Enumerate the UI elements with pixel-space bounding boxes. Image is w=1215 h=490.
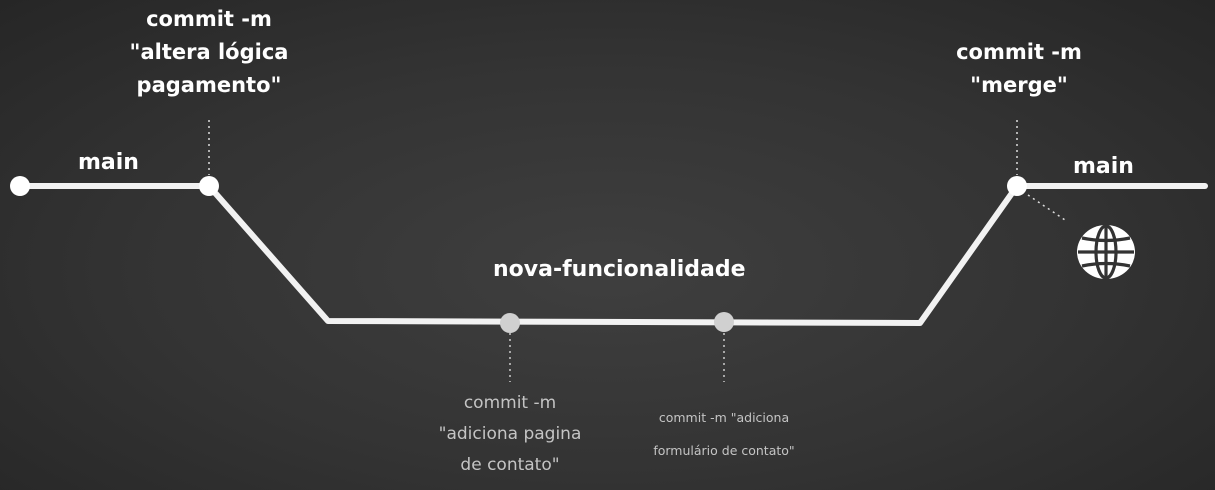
commit-node-pagamento [199,176,219,196]
main-start-node [10,176,30,196]
commit-label-line: formulário de contato" [653,443,795,458]
branch-label-feature: nova-funcionalidade [493,257,746,282]
commit-node-formulario [714,312,734,332]
commit-label-line: commit -m [956,40,1082,64]
commit-label-contato: commit -m "adiciona pagina de contato" [439,388,582,481]
commit-label-merge: commit -m "merge" [956,36,1082,102]
commit-label-line: de contato" [460,455,560,475]
commit-label-line: "altera lógica [129,40,289,64]
commit-node-merge [1007,176,1027,196]
connector-deploy [1027,194,1066,221]
commit-label-pagamento: commit -m "altera lógica pagamento" [130,3,289,102]
commit-label-line: pagamento" [136,73,282,97]
branch-label-main-right: main [1073,154,1134,179]
commit-label-line: commit -m [146,7,272,31]
globe-icon [1077,224,1135,280]
commit-label-formulario: commit -m "adiciona formulário de contat… [653,401,794,467]
commit-label-line: commit -m "adiciona [658,410,790,425]
feature-branch-line [206,184,1020,326]
branch-label-main-left: main [78,150,139,175]
commit-label-line: "adiciona pagina [438,424,582,444]
commit-label-line: commit -m [463,393,557,413]
commit-node-contato [500,313,520,333]
commit-label-line: "merge" [970,73,1068,97]
